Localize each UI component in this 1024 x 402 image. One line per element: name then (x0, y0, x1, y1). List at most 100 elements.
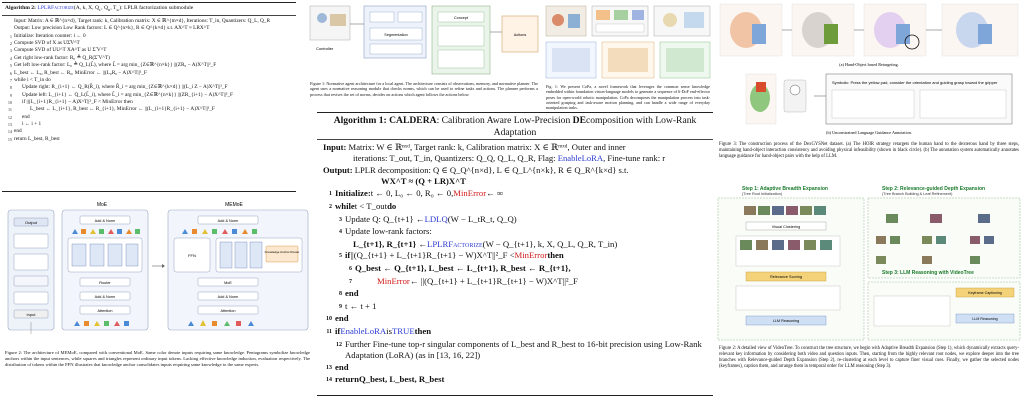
hand-sequence (719, 3, 1019, 57)
normative-agent-diagram: Controller Segmentation Concept Actions (309, 5, 539, 75)
segmentation-label: Segmentation (384, 33, 407, 37)
alg2-line-number: 13 (7, 121, 12, 127)
memoe-figure: Output Input MoE Add & Norm (2, 196, 314, 400)
alg2-line-number: 4 (9, 55, 12, 61)
alg2-line: 10 if ||(L_{i+1}R_{i+1} − A)X^T||²_F < Mi… (5, 99, 293, 106)
moe-router-label: Router (99, 281, 111, 285)
alg2-line-text: Output: Low precision Low Rank factors: … (14, 25, 210, 32)
alg2-line-text: while i < T_in do (14, 76, 51, 83)
memoe-input-tokens (188, 320, 254, 326)
alg2-line-number: 5 (9, 63, 12, 69)
alg2-line-number (5, 18, 14, 25)
dexgys-caption: Figure 3: The construction process of th… (719, 142, 1019, 160)
visual-clustering-box: Visual Clustering (772, 225, 800, 229)
copa-figure: Fig. 1: We present CoPa, a novel framewo… (544, 2, 712, 112)
moe-token-row (72, 229, 140, 234)
memoe-token-row (182, 229, 257, 234)
alg2-line: Output: Low precision Low Rank factors: … (5, 25, 293, 32)
step3-title: Step 3: LLM Reasoning with VideoTree (882, 270, 974, 276)
alg2-line-text: end (14, 128, 22, 135)
alg2-line-text: return L_best, R_best (14, 135, 60, 142)
algorithm-1-title: Algorithm 1: CALDERA: Calibration Aware … (333, 115, 697, 138)
alg2-line-number: 1 (9, 33, 12, 39)
alg2-line: 8 Update right: R_{i+1} ← Q_R(R̃_i), wher… (5, 84, 293, 91)
videotree-caption: Figure 2: A detailed view of VideoTree. … (719, 346, 1019, 370)
memoe-diagram: Output Input MoE Add & Norm (7, 202, 309, 334)
left-input-label: Input (27, 312, 37, 317)
dex-panel-text: Symbolic: Press the yellow pad, consider… (832, 80, 998, 85)
alg2-line-number: 14 (7, 129, 12, 135)
algorithm-1-panel: Algorithm 1: CALDERA: Calibration Aware … (317, 112, 713, 400)
keyframe-captioning-box: Keyframe Captioning (968, 291, 1002, 295)
alg2-line-text: Update right: R_{i+1} ← Q_R(R̃_i), where… (22, 84, 228, 91)
moe-attention-label: Attention (98, 309, 113, 313)
alg2-line-text: L_best ← L_{i+1}, R_best ← R_{i+1}, MinE… (30, 106, 215, 113)
alg2-line: 11 L_best ← L_{i+1}, R_best ← R_{i+1}, Mi… (5, 106, 293, 113)
left-output-label: Output (25, 220, 38, 225)
actions-label: Actions (514, 33, 527, 37)
moe-experts (71, 243, 139, 267)
alg2-line-text: Get left low-rank factor: L₀ ≜ Q_L(L̃), … (14, 62, 217, 69)
alg2-line-text: L_best ← L₀, R_best ← R₀, MinError ← ||(… (14, 69, 147, 76)
dex-sub-b: (b) Unconstrained Language Guidance Anno… (826, 130, 912, 135)
alg2-line-text: Compute SVD of UU^T XA^T as U Σ̃ V^T (14, 47, 107, 54)
copa-diagram (545, 5, 711, 79)
memoe-caption: Figure 2: The architecture of MEMoE, com… (5, 350, 310, 368)
depth-tree (876, 214, 994, 264)
videotree-figure: Visual Clustering Relevance Scoring LLM … (716, 184, 1022, 400)
normative-agent-caption: Figure 1: Normative agent architecture f… (310, 81, 538, 97)
alg2-line-number: 9 (9, 92, 12, 98)
alg2-line-number: 8 (9, 85, 12, 91)
llm-reasoning-box-right: LLM Reasoning (972, 317, 997, 321)
alg2-line: Input: Matrix: A ∈ ℝ^{n×d}, Target rank:… (5, 18, 293, 25)
relevance-scoring-box: Relevance Scoring (770, 275, 802, 279)
knowledge-anchor-label: Knowledge Anchor Router (265, 250, 300, 254)
step2-subtitle: (Tree Branch Building & Leaf Refinement) (882, 192, 953, 196)
step1-title: Step 1: Adaptive Breadth Expansion (742, 186, 828, 192)
alg2-line-text: Initialize: Iteration counter: i ← 0 (14, 32, 86, 39)
memoe-ffn-label: FFN (188, 253, 196, 258)
moe-addnorm-bottom: Add & Norm (95, 295, 116, 299)
normative-agent-figure: Controller Segmentation Concept Actions … (308, 2, 540, 112)
memoe-title: MEMoE (225, 202, 243, 208)
step1-subtitle: (Tree Root Initialization) (742, 192, 783, 196)
memoe-addnorm-top: Add & Norm (218, 219, 239, 223)
alg2-line-text: Get right low-rank factor: R₀ ≜ Q_R(Σ̃ V… (14, 54, 110, 61)
videotree-diagram: Visual Clustering Relevance Scoring LLM … (717, 197, 1021, 341)
dex-sub-a: (a) Hand-Object based Retargeting. (839, 62, 898, 67)
alg2-line-number: 10 (7, 99, 12, 105)
algorithm-2-title: Algorithm 2: LPLRFactorize(A, k, X, QL, … (5, 5, 194, 13)
alg2-line-text: i ← i + 1 (22, 120, 42, 127)
step2-title: Step 2: Relevance-guided Depth Expansion (882, 186, 986, 192)
alg2-line: 12 end (5, 114, 293, 121)
alg2-line-number: 6 (9, 70, 12, 76)
alg2-line: 9 Update left: L_{i+1} ← Q_L(L̃_i), where… (5, 92, 293, 99)
concept-label: Concept (454, 16, 469, 20)
alg2-line-number: 12 (7, 114, 12, 120)
alg2-line-text: if ||(L_{i+1}R_{i+1} − A)X^T||²_F < MinE… (22, 98, 133, 105)
memoe-moe-label: MoE (224, 281, 232, 285)
alg2-line-text: end (22, 113, 30, 120)
algorithm-1-output: Output: LPLR decomposition: Q ∈ Q_Q^{n×d… (323, 165, 629, 186)
controller-label: Controller (316, 46, 334, 51)
algorithm-2-lines: Input: Matrix: A ∈ ℝ^{n×d}, Target rank:… (2, 16, 296, 145)
alg2-line-number: 11 (7, 107, 12, 113)
alg2-line-text: Update left: L_{i+1} ← Q_L(L̃_i), where … (22, 91, 233, 98)
memoe-attention-label: Attention (221, 309, 236, 313)
copa-caption: Fig. 1: We present CoPa, a novel framewo… (546, 84, 710, 111)
